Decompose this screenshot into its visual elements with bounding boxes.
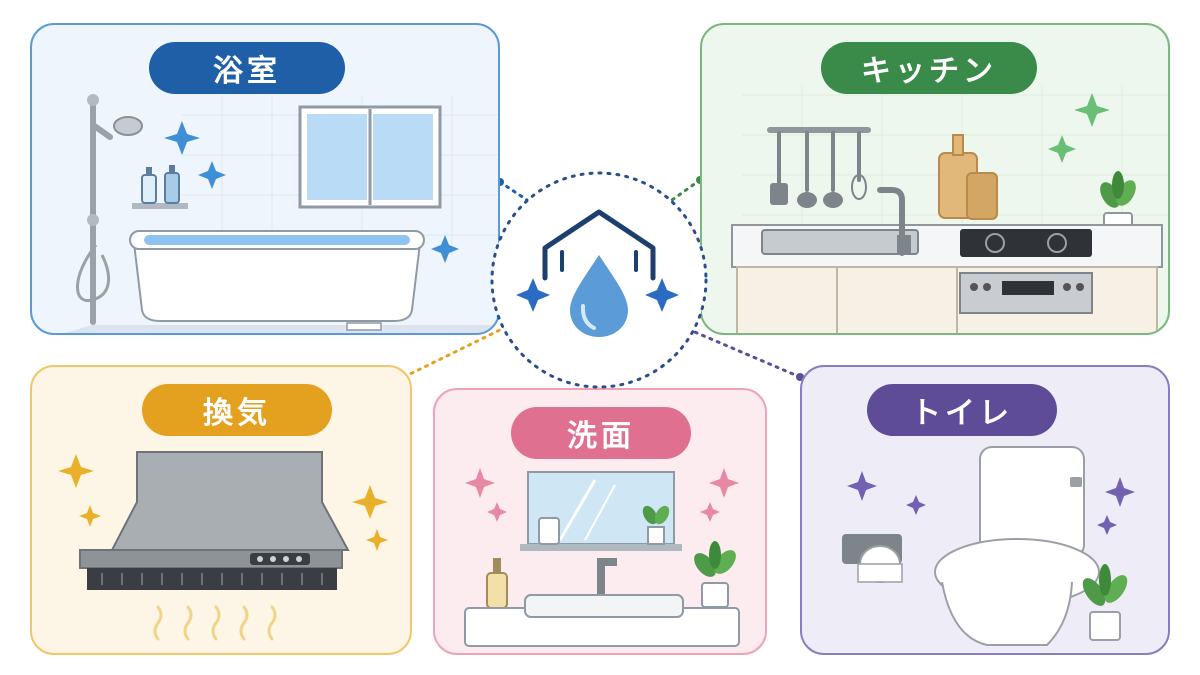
shower-icon <box>76 94 143 325</box>
house-icon <box>542 209 656 281</box>
bath-card[interactable]: 浴室 <box>30 23 500 335</box>
kitchen-label-pill: キッチン <box>821 42 1037 94</box>
bathroom-illustration <box>65 94 498 333</box>
sparkle-icon <box>516 278 679 312</box>
washroom-illustration <box>464 468 740 647</box>
toilet-icon <box>934 446 1100 646</box>
faucet-icon <box>597 558 617 594</box>
toilet-label: トイレ <box>911 396 1013 431</box>
vent-label-pill: 換気 <box>142 384 332 436</box>
toilet-illustration <box>842 446 1135 646</box>
water-drop-icon <box>570 255 628 337</box>
sparkle-icon <box>847 471 1135 535</box>
sparkle-icon <box>465 468 739 522</box>
vent-label: 換気 <box>203 396 271 431</box>
range-hood-icon <box>79 451 350 590</box>
kitchen-illustration <box>731 85 1168 333</box>
sparkle-icon <box>1048 93 1110 163</box>
washroom-label: 洗面 <box>567 419 635 454</box>
vent-card[interactable]: 換気 <box>30 365 412 655</box>
bath-label: 浴室 <box>213 54 281 89</box>
washroom-card[interactable]: 洗面 <box>433 388 767 655</box>
kitchen-card[interactable]: キッチン <box>700 23 1170 335</box>
sparkle-icon <box>58 454 388 551</box>
toilet-card[interactable]: トイレ <box>800 365 1170 655</box>
washroom-label-pill: 洗面 <box>511 407 691 459</box>
range-hood-illustration <box>58 451 388 641</box>
bath-label-pill: 浴室 <box>149 42 345 94</box>
faucet-icon <box>877 187 911 256</box>
sparkle-icon <box>164 121 459 263</box>
toilet-label-pill: トイレ <box>867 384 1057 436</box>
kitchen-label: キッチン <box>861 54 997 89</box>
